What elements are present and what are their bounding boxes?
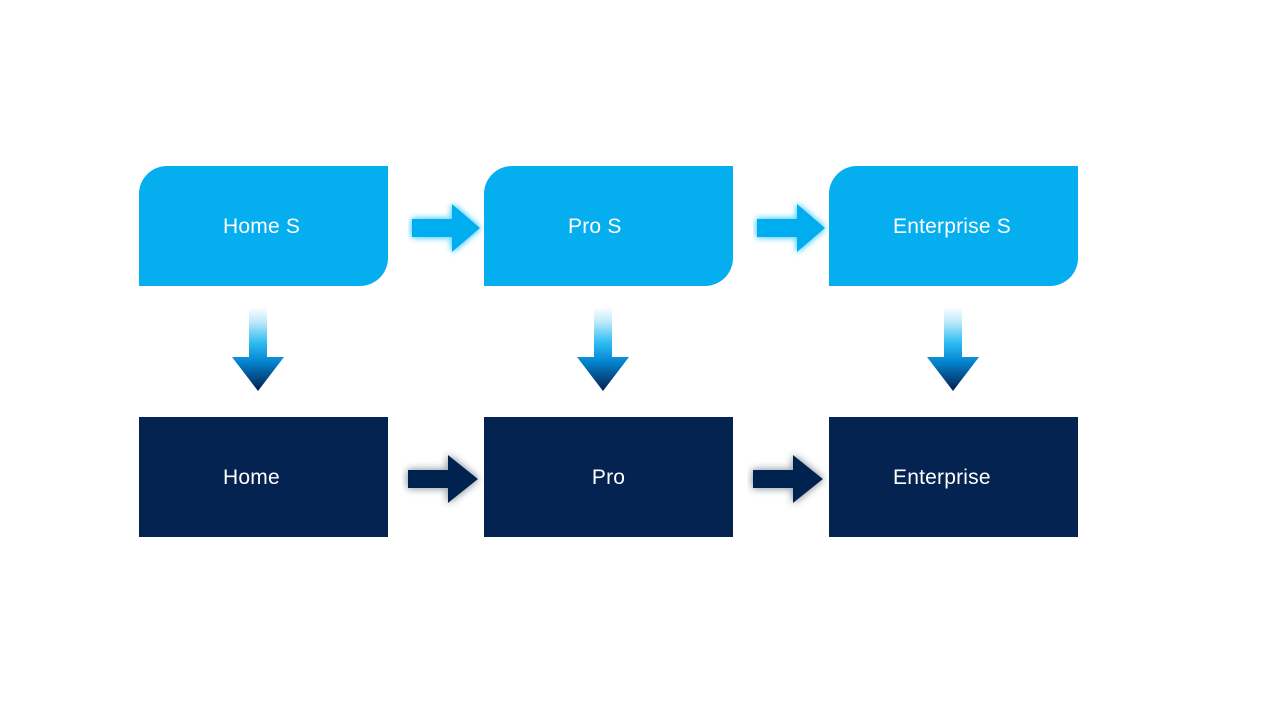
connector-enterprise-s-to-enterprise: [922, 305, 984, 395]
node-home-s[interactable]: Home S: [139, 166, 388, 286]
node-pro-s-label: Pro S: [568, 214, 622, 238]
connector-pro-s-to-enterprise-s: [753, 199, 829, 257]
node-home[interactable]: Home: [139, 417, 388, 537]
node-enterprise-label: Enterprise: [893, 465, 991, 489]
node-home-s-label: Home S: [223, 214, 301, 238]
connector-home-s-to-home: [227, 305, 289, 395]
node-enterprise[interactable]: Enterprise: [829, 417, 1078, 537]
connector-home-to-pro: [402, 449, 484, 509]
node-pro[interactable]: Pro: [484, 417, 733, 537]
connector-home-s-to-pro-s: [408, 199, 484, 257]
node-pro-s[interactable]: Pro S: [484, 166, 733, 286]
node-home-label: Home: [223, 465, 280, 489]
node-pro-label: Pro: [591, 465, 626, 489]
node-enterprise-s-label: Enterprise S: [893, 214, 1011, 238]
node-enterprise-s[interactable]: Enterprise S: [829, 166, 1078, 286]
connector-pro-s-to-pro: [572, 305, 634, 395]
connector-pro-to-enterprise: [747, 449, 829, 509]
